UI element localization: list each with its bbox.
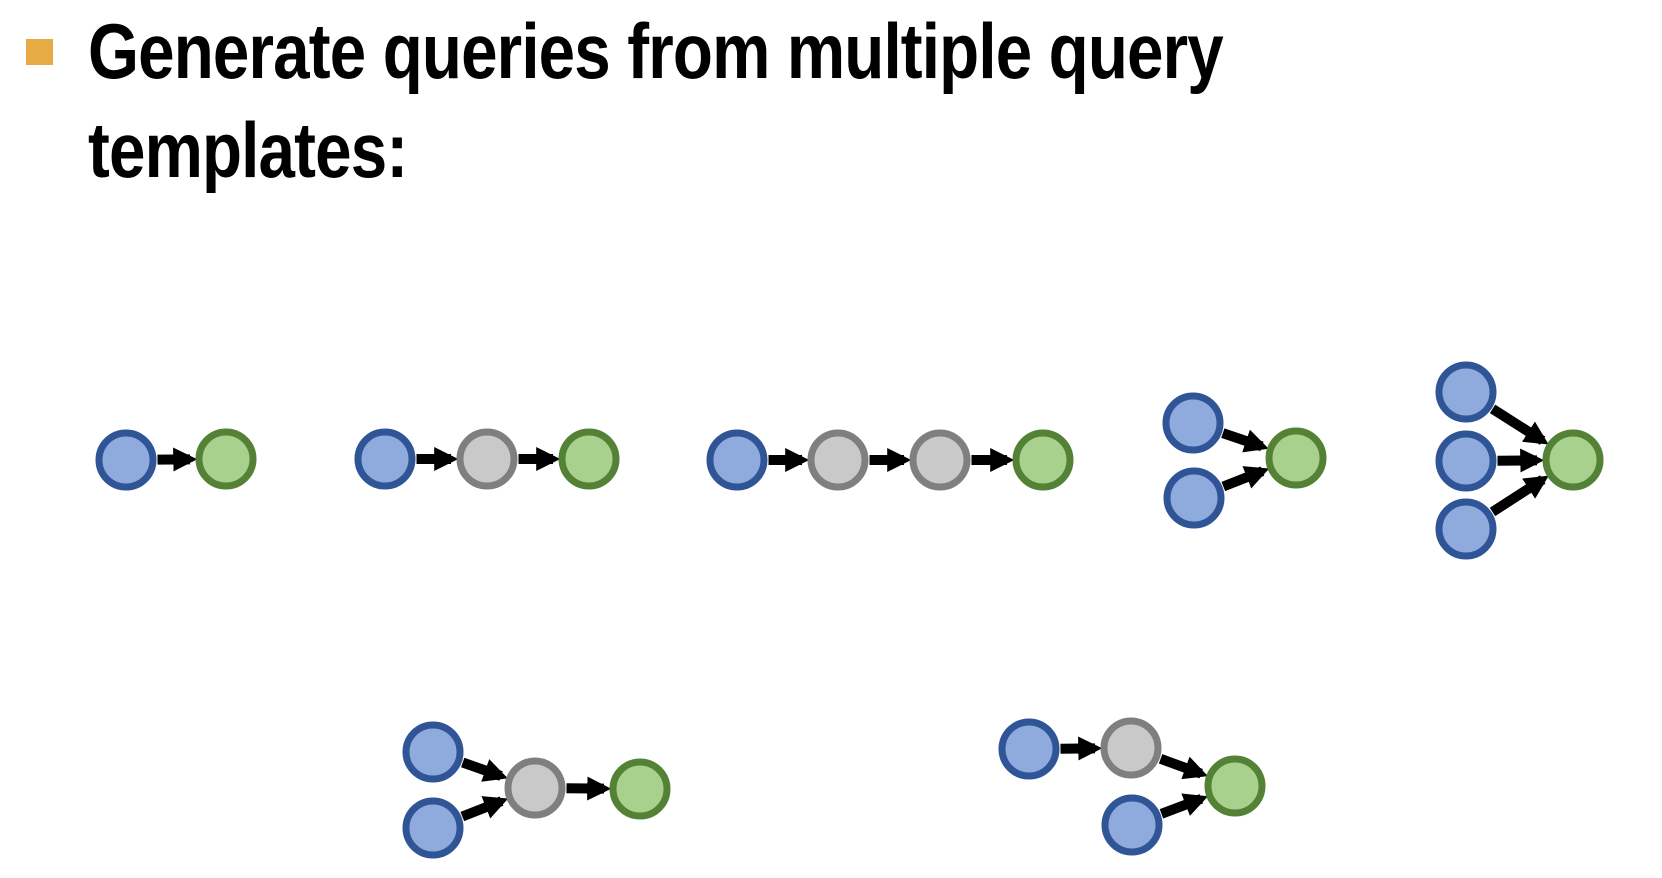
- green-node: [1542, 429, 1604, 491]
- edge-arrow: [1489, 404, 1549, 445]
- green-node: [195, 428, 257, 490]
- diagram-1-hop-chain: [95, 428, 257, 491]
- blue-node: [402, 721, 464, 783]
- diagram-2-hop-chain: [354, 428, 620, 490]
- diagram-3-way-intersection: [1435, 361, 1604, 560]
- green-node: [609, 758, 671, 820]
- blue-node: [1163, 467, 1225, 529]
- edge-arrow: [461, 757, 508, 782]
- blue-node: [95, 429, 157, 491]
- edge-arrow: [460, 796, 509, 822]
- blue-node: [1435, 361, 1497, 423]
- diagram-3-hop-chain: [706, 429, 1074, 491]
- blue-node: [706, 429, 768, 491]
- gray-node: [504, 757, 566, 819]
- blue-node: [1101, 794, 1163, 856]
- blue-node: [1435, 430, 1497, 492]
- edge-arrow: [1221, 466, 1270, 492]
- blue-node: [402, 797, 464, 859]
- edge-arrow: [1221, 428, 1269, 453]
- slide-title: Generate queries from multiple query tem…: [88, 2, 1224, 200]
- bullet-marker: [26, 39, 53, 65]
- diagram-2-way-intersection: [1162, 392, 1327, 529]
- blue-node: [354, 428, 416, 490]
- green-node: [1204, 755, 1266, 817]
- title-line-1: Generate queries from multiple query: [88, 7, 1224, 95]
- title-line-2: templates:: [88, 106, 408, 194]
- green-node: [1012, 429, 1074, 491]
- gray-node: [909, 429, 971, 491]
- blue-node: [1162, 392, 1224, 454]
- gray-node: [1100, 717, 1162, 779]
- edge-arrow: [1158, 754, 1208, 780]
- gray-node: [807, 429, 869, 491]
- green-node: [558, 428, 620, 490]
- green-node: [1265, 427, 1327, 489]
- diagram-intersection-then-hop: [402, 721, 671, 859]
- edge-arrow: [1159, 793, 1209, 819]
- diagram-hop-and-intersection: [998, 717, 1266, 856]
- gray-node: [456, 428, 518, 490]
- edge-arrow: [1489, 475, 1549, 517]
- blue-node: [1435, 498, 1497, 560]
- blue-node: [998, 718, 1060, 780]
